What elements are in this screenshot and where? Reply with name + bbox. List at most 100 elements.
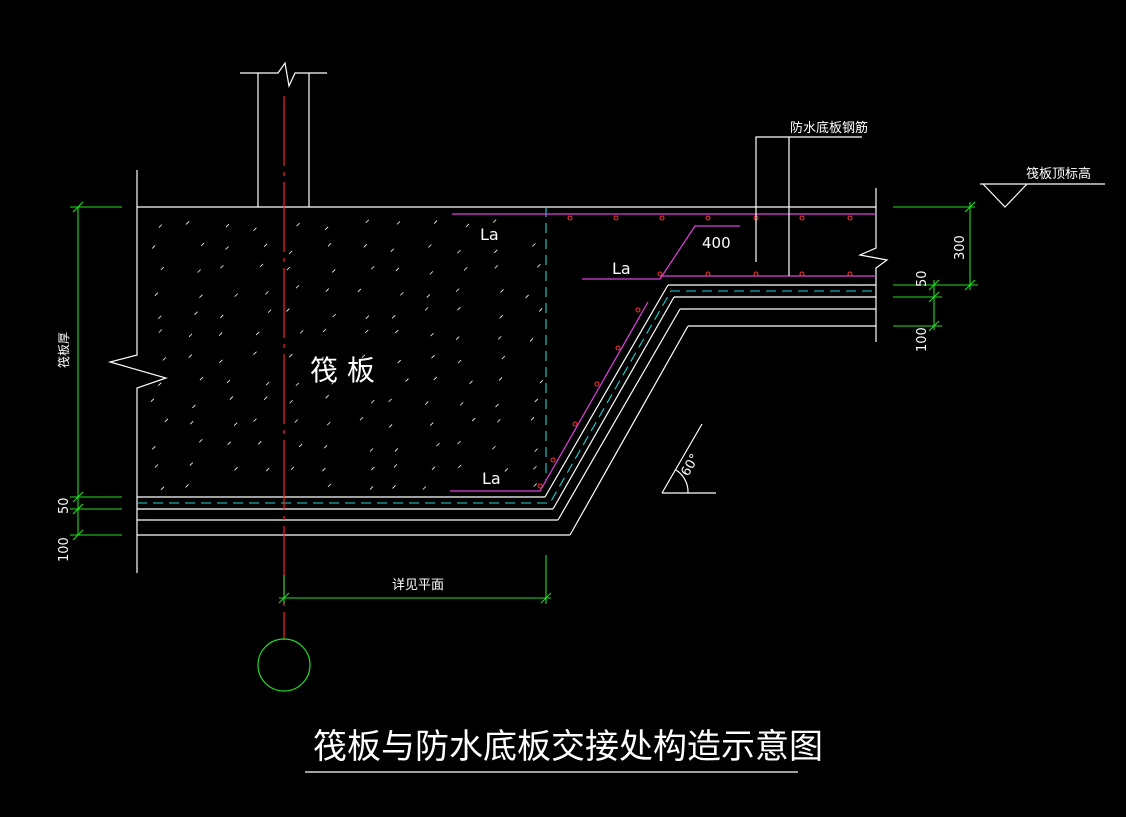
hatch-mark <box>494 265 499 269</box>
hatch-mark <box>390 248 395 253</box>
hatch-mark <box>433 376 438 381</box>
hatch-mark <box>199 294 203 298</box>
hatch-mark <box>392 485 396 489</box>
hatch-mark <box>371 466 375 471</box>
raft-top-elevation-label: 筏板顶标高 <box>1026 166 1091 182</box>
hatch-mark <box>152 446 156 450</box>
hatch-mark <box>226 379 231 384</box>
rebar-leader <box>755 136 862 276</box>
hatch-mark <box>388 398 392 403</box>
see-plan-label: 详见平面 <box>392 578 444 593</box>
hatch-mark <box>185 221 190 225</box>
hatch-mark <box>289 353 293 358</box>
hatch-mark <box>425 401 429 405</box>
axis-line <box>257 96 311 692</box>
hatch-mark <box>426 294 431 298</box>
hatch-mark <box>428 244 432 248</box>
hatch-mark <box>532 243 536 247</box>
hatch-mark <box>253 227 257 232</box>
concrete-hatch <box>150 219 544 491</box>
raft-label: 筏 板 <box>310 354 375 387</box>
hatch-mark <box>263 396 268 400</box>
hatch-mark <box>151 245 156 249</box>
hatch-mark <box>219 359 223 364</box>
hatch-mark <box>459 402 464 406</box>
hatch-mark <box>157 382 162 386</box>
hatch-mark <box>436 442 440 447</box>
hatch-mark <box>431 466 436 470</box>
dim-50-right-label: 50 <box>915 270 930 287</box>
hatch-mark <box>391 315 396 319</box>
hatch-mark <box>457 306 461 311</box>
dim-100-left-label: 100 <box>57 537 72 562</box>
hatch-mark <box>394 329 399 334</box>
hatch-mark <box>396 221 401 225</box>
hatch-mark <box>405 378 409 382</box>
hatch-mark <box>263 243 268 248</box>
hatch-mark <box>197 269 201 273</box>
hatch-mark <box>533 465 537 470</box>
dim-300-label: 300 <box>953 235 968 260</box>
drawing-title: 筏板与防水底板交接处构造示意图 <box>313 727 823 767</box>
la-top-label: La <box>480 225 499 244</box>
column <box>240 61 327 207</box>
hatch-mark <box>332 313 337 318</box>
hatch-mark <box>388 424 393 428</box>
hatch-mark <box>289 399 293 404</box>
hatch-mark <box>326 421 331 426</box>
rebar <box>450 213 876 492</box>
hatch-mark <box>327 243 332 247</box>
hatch-mark <box>331 381 335 385</box>
hatch-mark <box>189 420 194 425</box>
hatch-mark <box>370 399 375 404</box>
waterproof-layer <box>137 207 876 504</box>
hatch-mark <box>194 311 198 315</box>
hatch-mark <box>534 448 538 452</box>
hatch-mark <box>160 266 165 271</box>
hatch-mark <box>429 422 434 426</box>
hatch-mark <box>234 293 238 297</box>
hatch-mark <box>498 377 503 381</box>
hatch-mark <box>323 444 328 449</box>
hatch-mark <box>267 309 272 313</box>
hatch-mark <box>154 464 159 468</box>
hatch-mark <box>463 267 468 271</box>
hatch-mark <box>229 396 234 400</box>
dim-100-right-label: 100 <box>915 327 930 352</box>
hatch-mark <box>225 223 230 228</box>
hatch-mark <box>253 418 257 422</box>
hatch-mark <box>497 418 501 423</box>
hatch-mark <box>495 403 499 408</box>
hatch-mark <box>325 394 329 399</box>
hatch-mark <box>290 466 295 471</box>
hatch-mark <box>325 288 330 292</box>
hatch-mark <box>357 288 362 293</box>
hatch-mark <box>499 315 503 319</box>
hatch-mark <box>219 314 224 319</box>
hatch-mark <box>465 223 470 228</box>
hatch-mark <box>158 329 163 333</box>
hatch-mark <box>538 308 543 312</box>
hatch-mark <box>369 448 374 452</box>
hatch-mark <box>433 220 438 224</box>
hatch-mark <box>365 219 370 224</box>
angle-symbol <box>661 423 716 494</box>
la-mid-label: La <box>612 259 631 278</box>
hatch-mark <box>431 354 435 359</box>
waterproof-rebar-label: 防水底板钢筋 <box>790 120 868 136</box>
hatch-mark <box>185 484 189 488</box>
hatch-mark <box>529 338 534 342</box>
hatch-mark <box>492 219 497 223</box>
hatch-mark <box>218 332 223 336</box>
hatch-mark <box>189 462 194 466</box>
hatch-mark <box>429 271 434 275</box>
hatch-mark <box>265 467 270 472</box>
hatch-mark <box>363 244 368 248</box>
raft-thickness-label: 筏板厚 <box>57 332 71 368</box>
hatch-mark <box>188 333 193 338</box>
hatch-mark <box>294 419 299 423</box>
hatch-mark <box>220 264 224 269</box>
hatch-mark <box>397 359 402 364</box>
hatch-mark <box>331 269 336 273</box>
